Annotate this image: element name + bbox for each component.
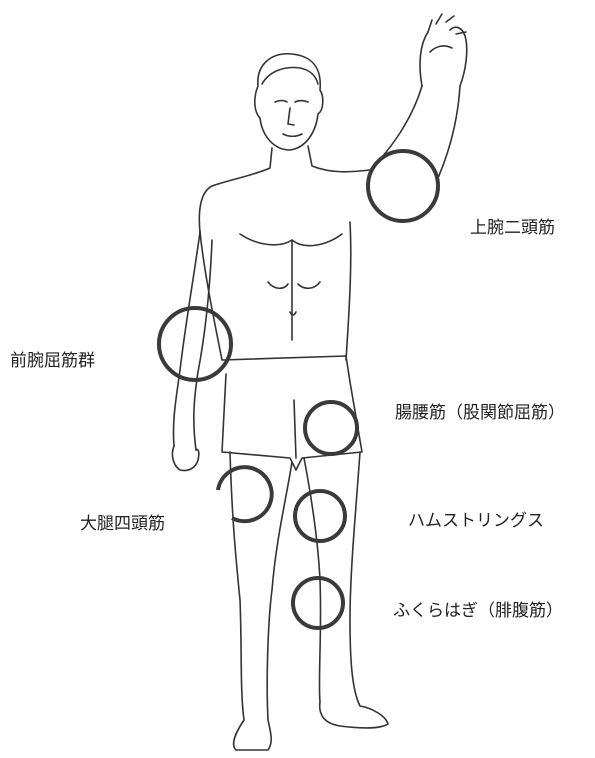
label-calf: ふくらはぎ（腓腹筋） xyxy=(393,603,563,620)
label-forearm-flexors: 前腕屈筋群 xyxy=(10,353,95,370)
label-hamstrings: ハムストリングス xyxy=(408,513,544,530)
marker-forearm-flexors xyxy=(159,308,231,380)
marker-iliopsoas xyxy=(305,402,357,454)
label-biceps: 上腕二頭筋 xyxy=(470,220,555,237)
label-iliopsoas: 腸腰筋（股関節屈筋） xyxy=(395,405,565,422)
label-quadriceps: 大腿四頭筋 xyxy=(80,516,165,533)
muscle-markers xyxy=(159,151,438,628)
marker-biceps xyxy=(368,151,438,221)
marker-calf xyxy=(293,578,343,628)
marker-quadriceps xyxy=(218,467,272,521)
body-outline xyxy=(172,14,466,750)
marker-hamstrings xyxy=(295,491,345,541)
